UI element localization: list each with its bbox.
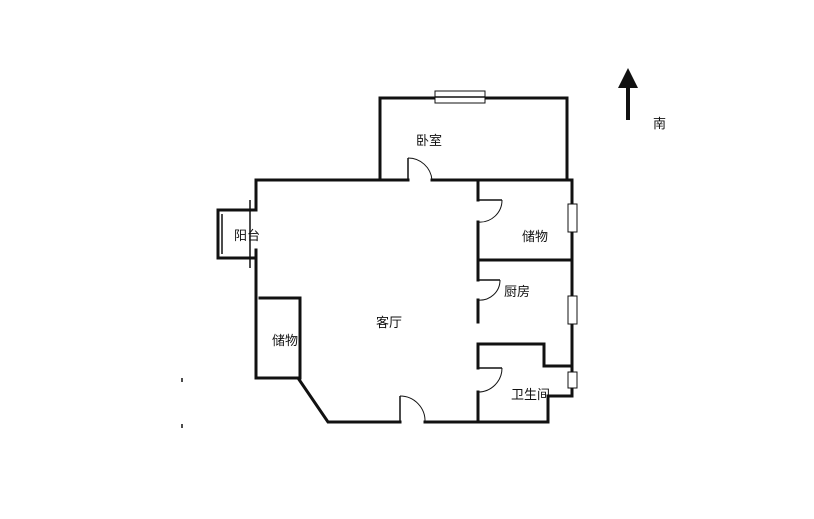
compass-direction-label: 南 (653, 116, 666, 132)
bedroom-door (407, 157, 433, 181)
kitchen-label: 厨房 (504, 284, 530, 300)
north-arrow-icon (618, 68, 638, 120)
bedroom-label: 卧室 (416, 133, 442, 149)
storage-door (477, 199, 503, 223)
balcony-walls (216, 200, 258, 268)
balcony-label: 阳台 (234, 229, 260, 244)
storage-right-label: 储物 (522, 230, 548, 245)
storage-left-label: 储物 (272, 334, 298, 349)
left-storage-walls (258, 296, 302, 380)
entrance-door (399, 395, 426, 423)
bathroom-label: 卫生间 (511, 388, 550, 403)
interior-partition (476, 178, 574, 424)
outer-walls (254, 178, 574, 424)
living-room-label: 客厅 (376, 315, 402, 331)
storage-window (567, 203, 578, 233)
bathroom-window (567, 371, 578, 389)
kitchen-window (567, 295, 578, 325)
bathroom-door (477, 367, 503, 393)
kitchen-door (477, 279, 501, 301)
